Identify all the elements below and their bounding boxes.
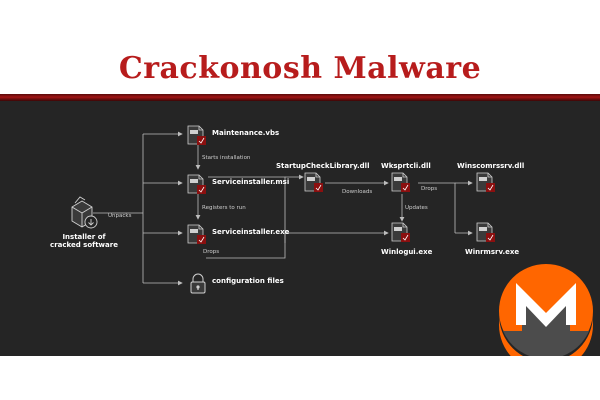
edge-label-updates: Updates: [405, 205, 428, 211]
node-winrmsrv: Winrmsrv.exe: [465, 248, 520, 256]
edge-drops-winlogui: [206, 230, 389, 259]
file-icon: [304, 172, 324, 193]
edge-label-drops-1: Drops: [203, 249, 220, 255]
diagram-svg: [71, 125, 593, 356]
file-icon: [187, 174, 207, 195]
package-icon: [71, 196, 98, 229]
red-stripe: [0, 94, 600, 101]
edge-label-unpacks: Unpacks: [108, 213, 132, 219]
lock-icon: [190, 273, 206, 294]
edge-label-downloads: Downloads: [342, 189, 373, 195]
page-title: Crackonosh Malware: [118, 51, 482, 86]
edge-label-drops-2: Drops: [421, 186, 438, 192]
file-icon: [476, 222, 496, 243]
edge-label-registers-to-run: Registers to run: [202, 205, 246, 211]
node-config: configuration files: [212, 277, 284, 285]
file-icon: [391, 222, 411, 243]
footer-band: [0, 356, 600, 400]
monero-logo: [499, 264, 593, 356]
node-maintenance: Maintenance.vbs: [212, 129, 280, 137]
node-startupcheck: StartupCheckLibrary.dll: [276, 162, 370, 170]
node-serviceinstaller-msi: Serviceinstaller.msi: [212, 178, 290, 186]
edge-label-starts-installation: Starts installation: [202, 155, 251, 161]
node-installer: Installer of cracked software: [50, 233, 118, 249]
node-winscomrssrv: Winscomrssrv.dll: [457, 162, 525, 170]
file-icon: [391, 172, 411, 193]
file-icon: [187, 224, 207, 245]
file-icon: [187, 125, 207, 146]
header-band: [0, 44, 600, 94]
diagram-area: Installer of cracked software Maintenanc…: [0, 101, 600, 356]
file-icon: [476, 172, 496, 193]
node-winlogui: Winlogui.exe: [381, 248, 433, 256]
node-serviceinstaller-exe: Serviceinstaller.exe: [212, 228, 290, 236]
connectors: [93, 131, 473, 286]
node-wksprtcli: Wksprtcli.dll: [381, 162, 431, 170]
